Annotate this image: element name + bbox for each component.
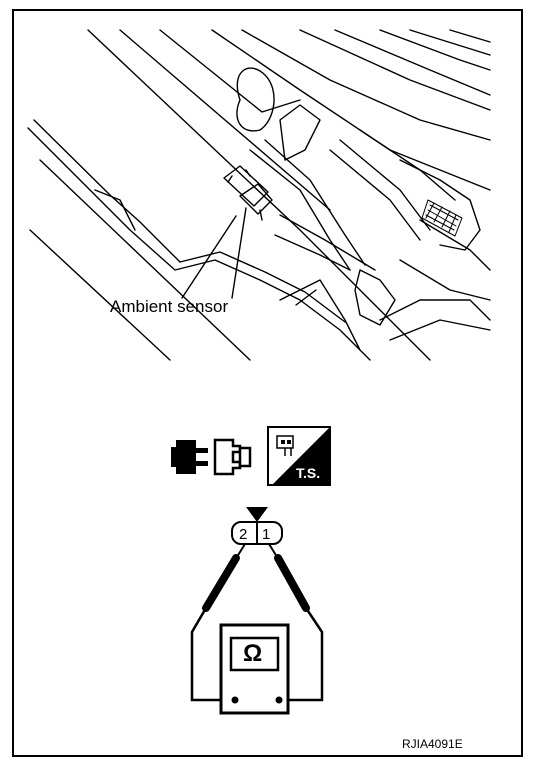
- figure-code: RJIA4091E: [402, 737, 463, 751]
- ambient-sensor-part: [223, 165, 273, 221]
- pin-1-label: 1: [262, 526, 271, 543]
- figure-frame: [12, 9, 523, 757]
- label-leader-line: [231, 207, 247, 299]
- pin-2-label: 2: [239, 526, 248, 543]
- pointer-arrow-icon: [246, 507, 268, 522]
- meter-probe-leads: [190, 543, 324, 702]
- ts-harness-connector-icon: [267, 426, 331, 486]
- ohm-symbol: Ω: [243, 640, 263, 667]
- connector-pin-face: [231, 521, 283, 545]
- vent-grille: [421, 199, 463, 237]
- disconnected-connector-icon: [171, 438, 252, 476]
- ts-label: T.S.: [296, 465, 321, 481]
- ohmmeter-icon: [219, 623, 290, 715]
- ambient-sensor-label: Ambient sensor: [110, 297, 229, 316]
- label-leader-line: [181, 215, 237, 299]
- dashboard-lines: [27, 29, 491, 361]
